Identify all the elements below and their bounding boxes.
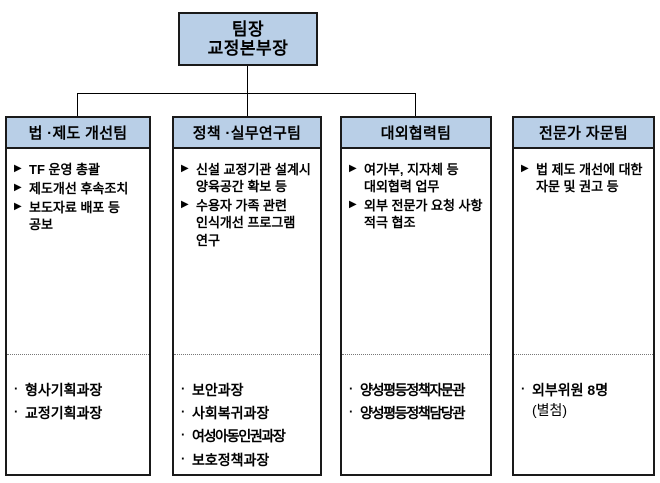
member-item: · 교정기획과장	[14, 404, 142, 422]
team-members-section-1: · 형사기획과장 · 교정기획과장	[7, 355, 149, 474]
duty-item: ▶ 법 제도 개선에 대한 자문 및 권고 등	[521, 161, 646, 195]
team-body-2: ▶ 신설 교정기관 설계시 양육공간 확보 등 ▶ 수용자 가족 관련 인식개선 프…	[172, 149, 322, 476]
dot-bullet-icon: ·	[349, 404, 353, 420]
duty-text: 신설 교정기관 설계시 양육공간 확보 등	[196, 162, 311, 195]
member-item: · 양성평등정책자문관	[349, 381, 483, 399]
connector-branch-column-1	[77, 93, 78, 117]
team-header-4: 전문가 자문팀	[512, 116, 655, 149]
team-column-policy-research: 정책 ·실무연구팀 ▶ 신설 교정기관 설계시 양육공간 확보 등 ▶ 수용자 가족…	[172, 116, 322, 476]
dot-bullet-icon: ·	[521, 381, 526, 396]
arrow-bullet-icon: ▶	[349, 163, 357, 174]
arrow-bullet-icon: ▶	[14, 201, 22, 213]
duty-text: 외부 전문가 요청 사항 적극 협조	[364, 198, 483, 231]
duty-list-4: ▶ 법 제도 개선에 대한 자문 및 권고 등	[521, 161, 646, 195]
member-text: 형사기획과장	[25, 382, 103, 398]
team-body-1: ▶ TF 운영 총괄 ▶ 제도개선 후속조치 ▶ 보도자료 배포 등 공보 · 형사기획…	[5, 149, 151, 476]
arrow-bullet-icon: ▶	[14, 163, 22, 174]
member-text: 보호정책과장	[192, 451, 270, 468]
duty-text: 보도자료 배포 등 공보	[29, 200, 120, 233]
team-duties-section-2: ▶ 신설 교정기관 설계시 양육공간 확보 등 ▶ 수용자 가족 관련 인식개선 프…	[174, 149, 320, 355]
dot-bullet-icon: ·	[14, 404, 19, 420]
dot-bullet-icon: ·	[349, 381, 353, 396]
dot-bullet-icon: ·	[181, 427, 185, 443]
member-note: (별첨)	[532, 402, 568, 419]
member-list-4: · 외부위원 8명 (별첨)	[521, 381, 646, 419]
connector-root-vertical	[247, 66, 248, 93]
team-body-4: ▶ 법 제도 개선에 대한 자문 및 권고 등 · 외부위원 8명 (별첨)	[512, 149, 655, 476]
member-list-3: · 양성평등정책자문관 · 양성평등정책담당관	[349, 381, 483, 422]
duty-text: TF 운영 총괄	[29, 162, 100, 177]
root-node-title-line1: 팀장	[231, 19, 265, 39]
member-list-1: · 형사기획과장 · 교정기획과장	[14, 381, 142, 422]
team-duties-section-1: ▶ TF 운영 총괄 ▶ 제도개선 후속조치 ▶ 보도자료 배포 등 공보	[7, 149, 149, 355]
duty-text: 수용자 가족 관련 인식개선 프로그램 연구	[196, 198, 296, 248]
duty-list-3: ▶ 여가부, 지자체 등 대외협력 업무 ▶ 외부 전문가 요청 사항 적극 협조	[349, 161, 483, 232]
arrow-bullet-icon: ▶	[349, 199, 357, 211]
team-body-3: ▶여가부, 지자체 등 대외협력 업무 ▶외부 전문가 요청 사항 적극 협조 …	[340, 149, 492, 476]
member-text: 보안과장	[192, 382, 244, 398]
team-column-external-cooperation: 대외협력팀 ▶ 여가부, 지자체 등 대외협력 업무 ▶ 외부 전문가 요청 사항 …	[340, 116, 492, 476]
member-item: · 여성아동인권과장	[181, 427, 313, 445]
team-header-2: 정책 ·실무연구팀	[172, 116, 322, 149]
member-text: 여성아동인권과장	[192, 428, 286, 445]
member-item: · 보호정책과장	[181, 451, 313, 469]
duty-item: ▶ 보도자료 배포 등 공보	[14, 199, 142, 233]
duty-item: ▶ 신설 교정기관 설계시 양육공간 확보 등	[181, 161, 313, 195]
member-item: · 형사기획과장	[14, 381, 142, 399]
duty-item: ▶ 제도개선 후속조치	[14, 180, 142, 197]
member-item: · 양성평등정책담당관	[349, 404, 483, 422]
member-item: · 사회복귀과장	[181, 404, 313, 422]
duty-item: ▶ 여가부, 지자체 등 대외협력 업무	[349, 161, 483, 195]
connector-horizontal-bus	[77, 93, 416, 94]
duty-item: ▶ 수용자 가족 관련 인식개선 프로그램 연구	[181, 197, 313, 248]
duty-item: ▶ TF 운영 총괄	[14, 161, 142, 178]
arrow-bullet-icon: ▶	[181, 199, 189, 211]
team-header-1: 법 ·제도 개선팀	[5, 116, 151, 149]
duty-text: 제도개선 후속조치	[29, 181, 129, 197]
team-members-section-4: · 외부위원 8명 (별첨)	[514, 355, 653, 474]
arrow-bullet-icon: ▶	[14, 182, 22, 194]
member-text: 외부위원 8명	[532, 382, 609, 398]
member-text: 양성평등정책담당관	[360, 405, 466, 422]
team-column-law-institution: 법 ·제도 개선팀 ▶ TF 운영 총괄 ▶ 제도개선 후속조치 ▶ 보도자료 배포 …	[5, 116, 151, 476]
team-column-expert-advisory: 전문가 자문팀 ▶ 법 제도 개선에 대한 자문 및 권고 등 · 외부위원 8명…	[512, 116, 655, 476]
team-duties-section-4: ▶ 법 제도 개선에 대한 자문 및 권고 등	[514, 149, 653, 355]
member-item: · 보안과장	[181, 381, 313, 399]
connector-branch-column-3	[415, 93, 416, 117]
arrow-bullet-icon: ▶	[521, 163, 529, 174]
connector-branch-column-2	[247, 93, 248, 117]
duty-text: 여가부, 지자체 등 대외협력 업무	[364, 162, 459, 195]
member-item: · 외부위원 8명 (별첨)	[521, 381, 646, 419]
dot-bullet-icon: ·	[181, 404, 186, 420]
team-duties-section-3: ▶ 여가부, 지자체 등 대외협력 업무 ▶ 외부 전문가 요청 사항 적극 협조	[342, 149, 490, 355]
member-text: 교정기획과장	[25, 405, 103, 422]
team-members-section-2: · 보안과장 · 사회복귀과장 · 여성아동인권과장 · 보호정책과장	[174, 355, 320, 474]
team-members-section-3: · 양성평등정책자문관 · 양성평등정책담당관	[342, 355, 490, 474]
duty-list-2: ▶ 신설 교정기관 설계시 양육공간 확보 등 ▶ 수용자 가족 관련 인식개선 프…	[181, 161, 313, 249]
dot-bullet-icon: ·	[14, 381, 19, 396]
root-node-team-leader: 팀장 교정본부장	[178, 12, 318, 66]
dot-bullet-icon: ·	[181, 381, 186, 396]
dot-bullet-icon: ·	[181, 450, 186, 466]
team-header-3: 대외협력팀	[340, 116, 492, 149]
duty-list-1: ▶ TF 운영 총괄 ▶ 제도개선 후속조치 ▶ 보도자료 배포 등 공보	[14, 161, 142, 234]
root-node-title-line2: 교정본부장	[207, 39, 289, 58]
member-text: 양성평등정책자문관	[360, 382, 466, 398]
member-text: 사회복귀과장	[192, 405, 270, 422]
member-list-2: · 보안과장 · 사회복귀과장 · 여성아동인권과장 · 보호정책과장	[181, 381, 313, 469]
duty-text: 법 제도 개선에 대한 자문 및 권고 등	[536, 162, 643, 195]
arrow-bullet-icon: ▶	[181, 163, 189, 174]
duty-item: ▶ 외부 전문가 요청 사항 적극 협조	[349, 197, 483, 231]
